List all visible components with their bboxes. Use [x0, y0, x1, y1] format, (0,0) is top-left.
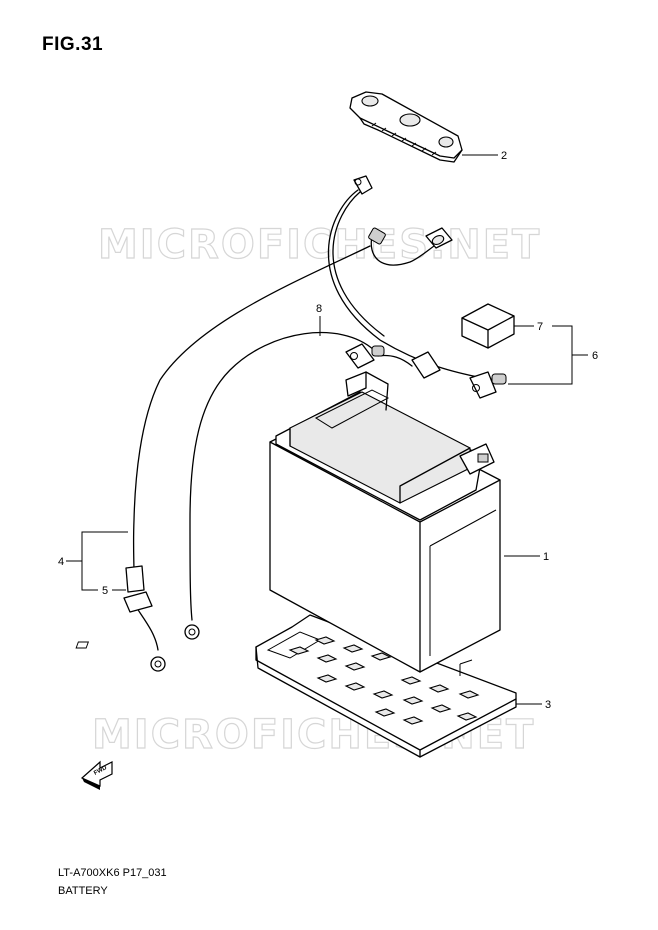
callout-7: 7 — [537, 321, 543, 333]
tray-slots — [288, 636, 480, 725]
battery-body[interactable] — [269, 371, 501, 673]
callout-6: 6 — [592, 350, 598, 362]
terminal-cover[interactable] — [461, 303, 515, 349]
callout-4: 4 — [58, 556, 64, 568]
callout-5: 5 — [102, 585, 108, 597]
section-name: BATTERY — [58, 885, 108, 897]
negative-cable[interactable] — [184, 332, 441, 640]
model-code: LT-A700XK6 P17_031 — [58, 867, 167, 879]
callout-3: 3 — [545, 699, 551, 711]
sub-harness[interactable] — [368, 227, 453, 266]
bracket-6 — [508, 325, 573, 385]
callout-8: 8 — [316, 303, 322, 315]
battery-tray[interactable] — [75, 614, 517, 758]
figure-title: FIG.31 — [42, 34, 104, 55]
bracket-4 — [81, 531, 128, 591]
watermark-top: MICROFICHES.NET — [98, 222, 541, 268]
fwd-arrow-icon: FWD — [80, 760, 113, 790]
battery-holder-strap[interactable] — [349, 91, 463, 163]
starter-cable[interactable] — [123, 245, 371, 672]
positive-cable[interactable] — [327, 175, 507, 399]
callout-2: 2 — [501, 150, 507, 162]
callout-1: 1 — [543, 551, 549, 563]
